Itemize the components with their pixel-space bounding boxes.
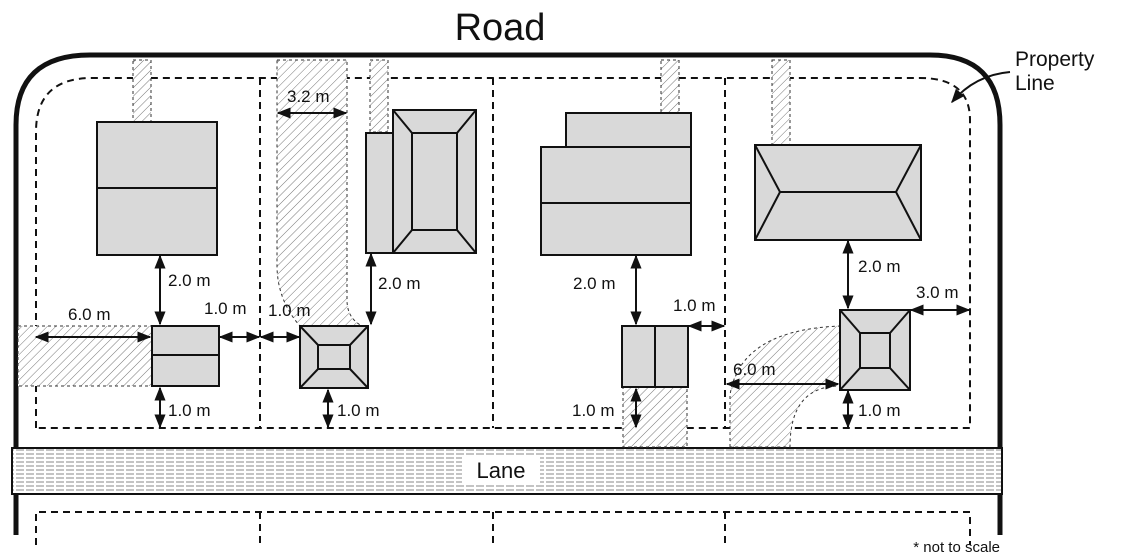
lower-lots-dashed-outline: [35, 511, 971, 545]
dim-label-3-2: 3.2 m: [287, 87, 330, 106]
dim-label-1-0-lot1-bottom: 1.0 m: [168, 401, 211, 420]
road-label: Road: [455, 7, 546, 49]
dim-label-6-0-left: 6.0 m: [68, 305, 111, 324]
garage-lot4-roof-lines: [839, 309, 911, 391]
garage-lot2: [299, 325, 369, 389]
driveway-lot3: [622, 386, 688, 448]
dim-label-6-0-lot4: 6.0 m: [733, 360, 776, 379]
dim-label-2-0-lot1: 2.0 m: [168, 271, 211, 290]
house-lot2-roof-lines: [392, 109, 477, 254]
house-lot3: [540, 146, 692, 256]
lane-label: Lane: [477, 458, 526, 483]
dim-label-2-0-lot2: 2.0 m: [378, 274, 421, 293]
dim-label-1-0-lot1-side: 1.0 m: [204, 299, 247, 318]
property-line-label-1: Property: [1015, 48, 1095, 71]
property-line-label-2: Line: [1015, 72, 1055, 95]
property-boundary: [13, 52, 1003, 535]
house-lot2-annex: [365, 132, 395, 254]
dim-label-1-0-lot4-bottom: 1.0 m: [858, 401, 901, 420]
dim-label-1-0-lot3-bottom: 1.0 m: [572, 401, 615, 420]
upper-lots-dashed-outline: [35, 77, 971, 429]
walkway-lot4: [771, 59, 791, 146]
walkway-lot1: [132, 59, 152, 123]
lane-label-bg: [462, 456, 540, 484]
footnote: * not to scale: [913, 539, 1000, 556]
property-line-arrow: [951, 71, 1011, 104]
dim-label-1-0-lot2-bottom: 1.0 m: [337, 401, 380, 420]
walkway-lot2: [369, 59, 389, 133]
dim-label-2-0-lot4: 2.0 m: [858, 257, 901, 276]
dim-label-1-0-lot3-side: 1.0 m: [673, 296, 716, 315]
dim-label-3-0-lot4: 3.0 m: [916, 283, 959, 302]
garage-lot2-roof-lines: [299, 325, 369, 389]
dim-label-2-0-lot3: 2.0 m: [573, 274, 616, 293]
driveway-lot1: [17, 325, 153, 387]
house-lot3-rear: [565, 112, 692, 148]
house-lot4-roof-lines: [754, 144, 922, 241]
house-lot2: [392, 109, 477, 254]
dim-label-1-0-lot2-side: 1.0 m: [268, 301, 311, 320]
walkway-lot3: [660, 59, 680, 114]
